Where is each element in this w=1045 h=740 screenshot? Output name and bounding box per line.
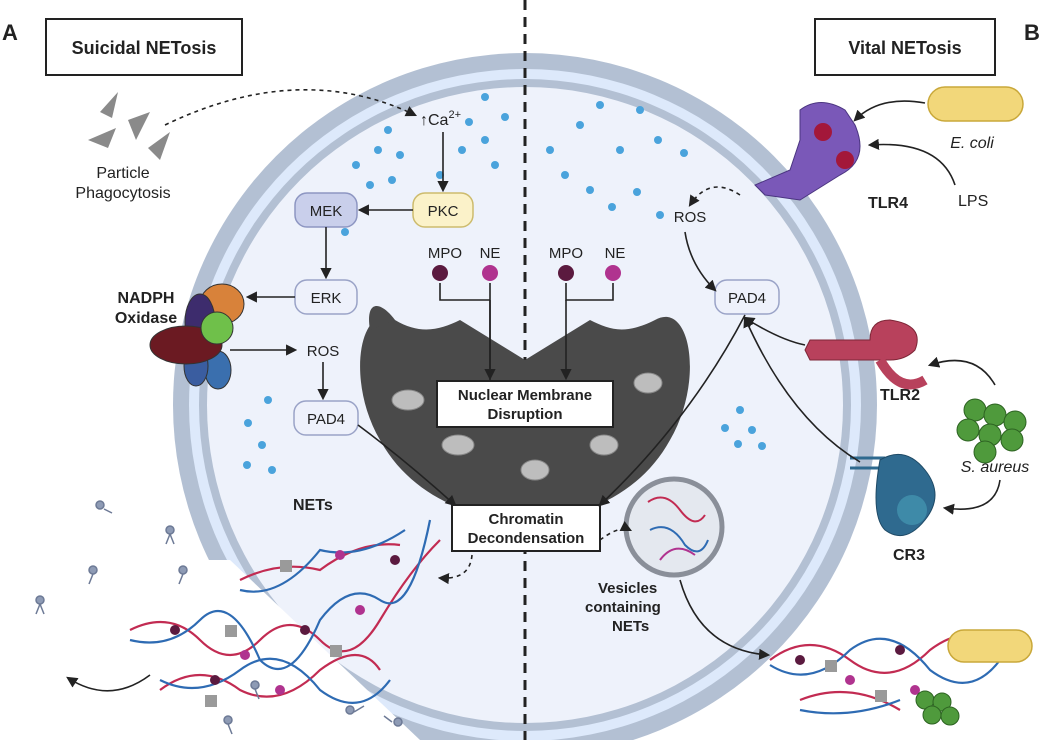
ne-left-icon: [482, 265, 498, 281]
title-box-suicidal: [45, 18, 243, 76]
panel-letter-a: A: [2, 20, 18, 45]
mpo-right-label: MPO: [549, 245, 583, 262]
nuclear-label-2: Disruption: [488, 406, 563, 423]
chromatin-box: [451, 504, 601, 552]
title-vital-netosis: Vital NETosis: [848, 38, 961, 58]
pad4-right-node: [714, 279, 780, 315]
lipid-fragments: [35, 500, 403, 735]
lps-to-tlr4-arrow: [867, 138, 956, 186]
pad4-to-chromatin-arrow: [357, 424, 457, 507]
mpo-left-label: MPO: [428, 245, 462, 262]
phagocytosis-arrow: [164, 89, 418, 126]
net-beads-right: [795, 645, 920, 702]
saureus-trapped-icon: [915, 690, 960, 726]
tlr4-label: TLR4: [868, 195, 908, 212]
ros-right-label: ROS: [674, 209, 707, 226]
mek-label: MEK: [310, 203, 343, 220]
ecoli-icon: [927, 86, 1024, 122]
pad4-right-label: PAD4: [728, 290, 766, 307]
net-strands-left: [129, 519, 441, 704]
title-suicidal-netosis: Suicidal NETosis: [72, 38, 217, 58]
chromatin-label-1: Chromatin: [489, 511, 564, 528]
particle-icon: [88, 92, 170, 160]
nets-release-arrow: [66, 674, 151, 692]
pad4-left-node: [293, 400, 359, 436]
chromatin-label-2: Decondensation: [468, 530, 585, 547]
ros-to-pad4-right-arrow: [684, 231, 717, 292]
tlr4-receptor-icon: [754, 102, 861, 201]
ecoli-label: E. coli: [950, 135, 994, 152]
saureus-icon: [956, 398, 1027, 464]
ecoli-trapped-icon: [947, 629, 1033, 663]
pad4-right-to-chromatin-arrow: [598, 314, 746, 507]
nuclear-label-1: Nuclear Membrane: [458, 387, 592, 404]
ecoli-to-tlr4-arrow: [853, 100, 926, 122]
ros-left-label: ROS: [307, 343, 340, 360]
mpo-right-icon: [558, 265, 574, 281]
mpo-left-icon: [432, 265, 448, 281]
panel-letter-b: B: [1024, 20, 1040, 45]
nadph-oxidase-icon: [149, 283, 245, 390]
vesicle-icon: [623, 476, 725, 578]
nadph-label-1: NADPH: [118, 290, 175, 307]
nuclear-disruption-box: [436, 380, 614, 428]
calcium-label: ↑Ca2+: [420, 109, 461, 129]
title-box-vital: [814, 18, 996, 76]
chromatin-to-nets-arrow: [437, 554, 473, 585]
saureus-to-tlr2-arrow: [927, 356, 996, 386]
tlr2-label: TLR2: [880, 387, 920, 404]
ne-left-label: NE: [480, 245, 501, 262]
vesicles-label-2: containing: [585, 599, 661, 616]
nadph-label-2: Oxidase: [115, 310, 177, 327]
cr3-to-pad4-arrow: [743, 315, 861, 463]
vesicles-label-1: Vesicles: [598, 580, 657, 597]
membrane-rupture: [0, 560, 420, 740]
pkc-label: PKC: [428, 203, 459, 220]
phagocytosis-label: Phagocytosis: [75, 185, 170, 202]
saureus-label: S. aureus: [961, 459, 1029, 476]
chromatin-to-vesicle-arrow: [599, 520, 633, 541]
lps-label: LPS: [958, 193, 988, 210]
pad4-left-label: PAD4: [307, 411, 345, 428]
nets-label: NETs: [293, 497, 333, 514]
cr3-receptor-icon: [850, 453, 936, 537]
particle-label: Particle: [96, 165, 149, 182]
saureus-to-cr3-arrow: [942, 479, 1001, 515]
net-beads-left: [170, 550, 400, 707]
right-granule-connector: [565, 283, 614, 301]
erk-label: ERK: [311, 290, 342, 307]
vesicle-release-arrow: [679, 579, 771, 660]
tlr2-receptor-icon: [804, 319, 928, 390]
ne-right-label: NE: [605, 245, 626, 262]
nucleosome-icon: [391, 372, 663, 481]
vesicles-label-3: NETs: [612, 618, 649, 635]
cr3-label: CR3: [893, 547, 925, 564]
ne-right-icon: [605, 265, 621, 281]
